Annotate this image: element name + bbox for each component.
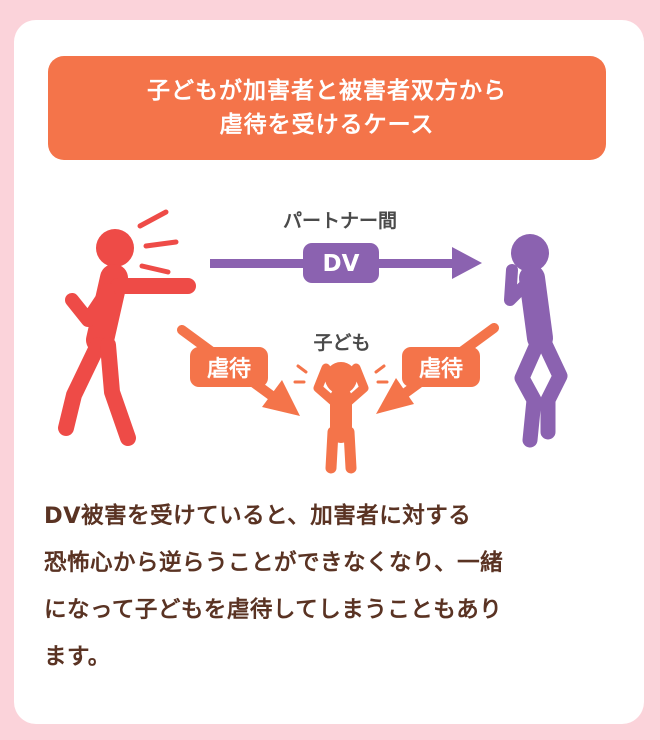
victim-figure bbox=[504, 234, 568, 448]
title-line-1: 子どもが加害者と被害者双方から bbox=[147, 78, 507, 104]
description-line-1: DV被害を受けていると、加害者に対する bbox=[44, 503, 472, 529]
title-line-2: 虐待を受けるケース bbox=[219, 112, 435, 138]
description-text: DV被害を受けていると、加害者に対する 恐怖心から逆らうことができなくなり、一緒… bbox=[44, 493, 624, 681]
shout-lines-icon bbox=[137, 209, 179, 275]
abuse-right-label: 虐待 bbox=[419, 356, 463, 382]
description-line-3: になって子どもを虐待してしまうこともあり bbox=[44, 597, 503, 623]
child-figure bbox=[293, 362, 389, 474]
dv-label: DV bbox=[323, 251, 360, 277]
child-label: 子ども bbox=[313, 332, 370, 354]
abuse-arrow-left: 虐待 bbox=[177, 325, 300, 416]
title-banner: 子どもが加害者と被害者双方から 虐待を受けるケース bbox=[48, 56, 606, 160]
dv-arrow: DV bbox=[210, 243, 482, 283]
perpetrator-figure bbox=[58, 209, 196, 446]
arrow-down-right-icon bbox=[262, 380, 300, 416]
description-line-2: 恐怖心から逆らうことができなくなり、一緒 bbox=[44, 550, 504, 576]
description-line-4: ます。 bbox=[44, 644, 111, 670]
dv-badge bbox=[303, 243, 379, 283]
arrow-right-icon bbox=[452, 247, 482, 279]
partner-label: パートナー間 bbox=[283, 210, 397, 232]
abuse-arrow-right: 虐待 bbox=[376, 323, 499, 414]
abuse-left-label: 虐待 bbox=[207, 356, 251, 382]
arrow-down-left-icon bbox=[376, 378, 414, 414]
